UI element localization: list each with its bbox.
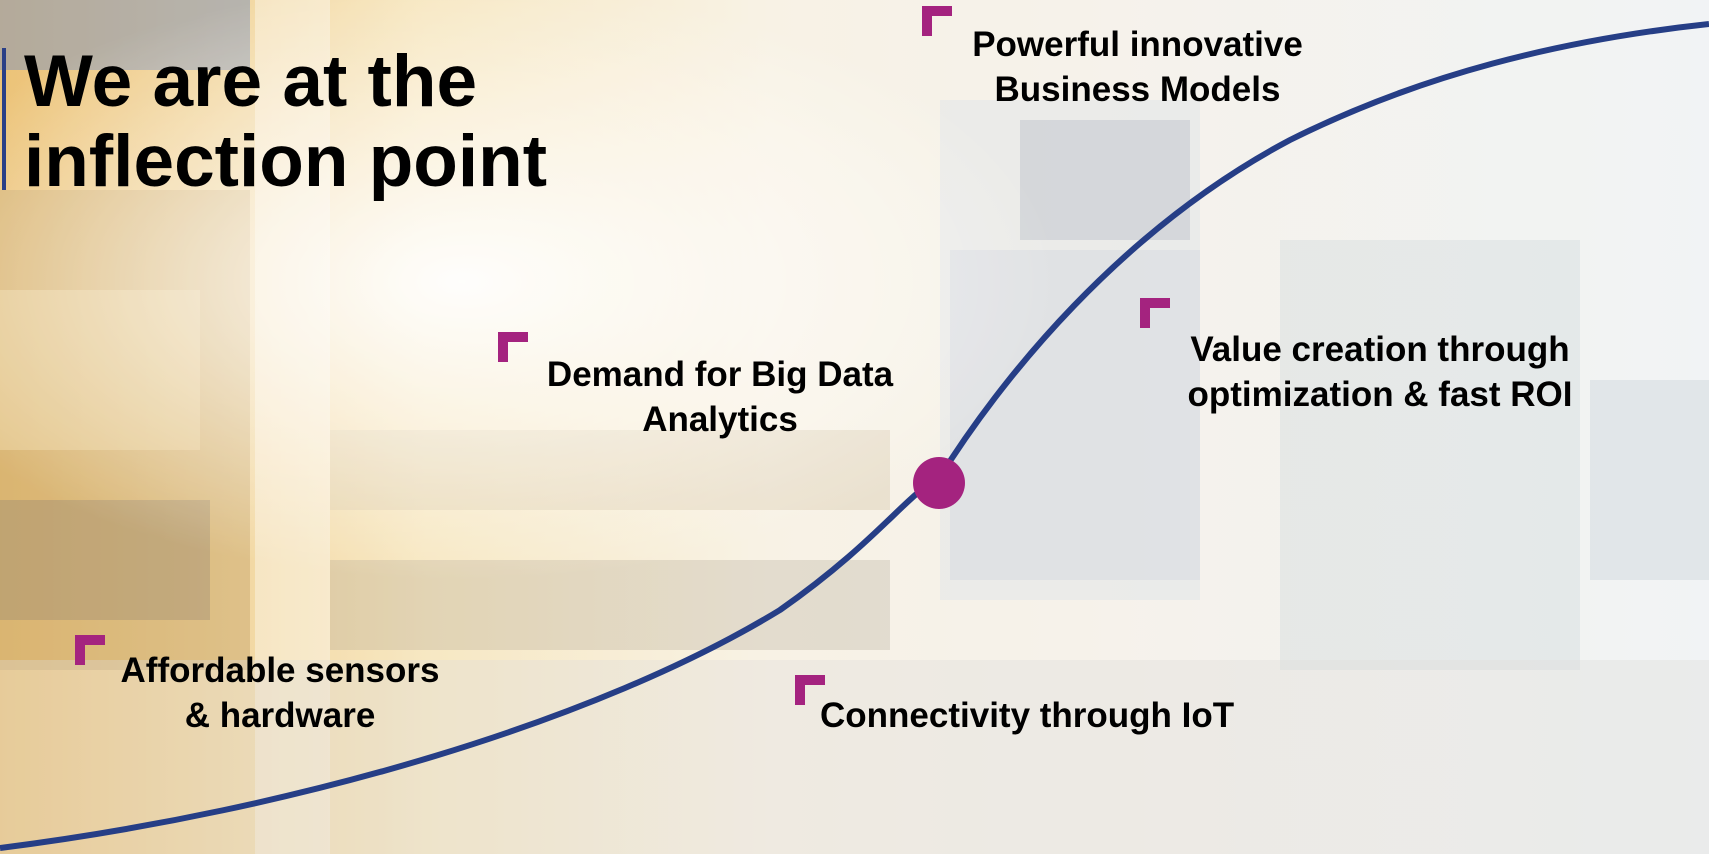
label-marker-icon [922,6,952,36]
label-marker-icon [795,675,825,705]
label-connectivity-iot: Connectivity through IoT [820,696,1235,735]
label-marker-icon [498,332,528,362]
label-marker-icon [1140,298,1170,328]
inflection-point-dot [913,457,965,509]
label-marker-icon [75,635,105,665]
title-accent-bar [2,48,6,190]
label-demand-big-data: Demand for Big Data Analytics [546,355,894,439]
label-powerful-business-models: Powerful innovative Business Models [972,25,1303,109]
label-affordable-sensors: Affordable sensors & hardware [120,651,440,735]
label-value-creation: Value creation through optimization & fa… [1187,330,1573,414]
title-line: inflection point [24,121,548,202]
title-line: We are at the [24,41,478,122]
slide-title: We are at the inflection point [24,42,547,202]
